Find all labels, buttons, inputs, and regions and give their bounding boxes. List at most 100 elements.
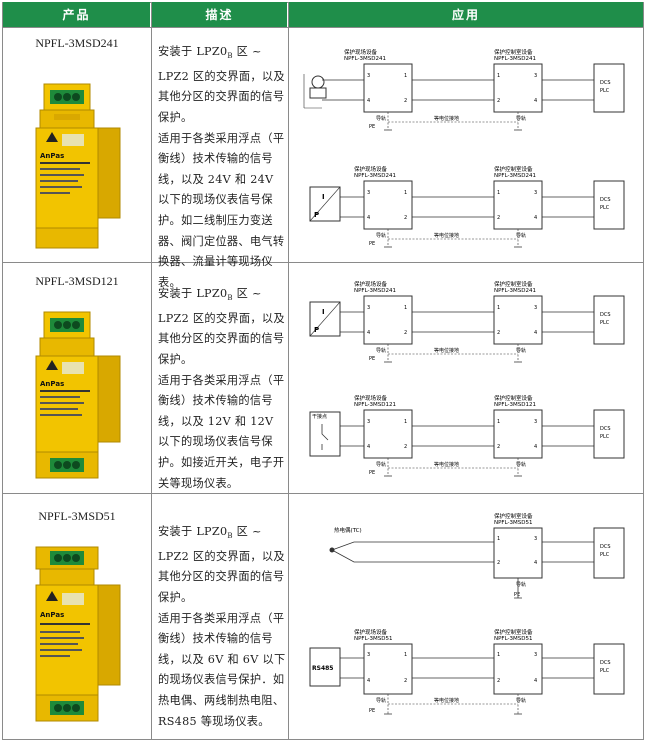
svg-text:3: 3 [367, 73, 370, 79]
product-photo: AnPas [30, 545, 126, 729]
svg-text:等电位接地: 等电位接地 [434, 347, 459, 354]
svg-text:导轨: 导轨 [516, 461, 526, 468]
svg-text:PLC: PLC [600, 668, 610, 674]
wiring-diagram: 保护现场设备 NPFL-3MSD51 保护控制室设备 NPFL-3MSD51 R… [309, 628, 625, 715]
svg-text:保护控制室设备: 保护控制室设备 [494, 48, 533, 56]
svg-text:2: 2 [404, 444, 407, 450]
svg-text:4: 4 [534, 560, 537, 566]
svg-text:导轨: 导轨 [516, 232, 526, 239]
svg-text:导轨: 导轨 [516, 697, 526, 704]
svg-text:1: 1 [497, 73, 500, 79]
header-application: 应用 [289, 2, 643, 27]
product-description: 安装于 LPZ0B 区 ~ LPZ2 区的交界面，以及其他分区的交界面的信号保护… [158, 45, 285, 289]
svg-text:PE: PE [369, 356, 375, 362]
svg-text:NPFL-3MSD51: NPFL-3MSD51 [354, 636, 393, 642]
svg-text:AnPas: AnPas [40, 380, 64, 388]
svg-text:1: 1 [497, 536, 500, 542]
wiring-diagram: 保护现场设备 NPFL-3MSD241 保护控制室设备 NPFL-3MSD241… [309, 165, 625, 248]
svg-text:保护现场设备: 保护现场设备 [354, 165, 388, 173]
svg-text:NPFL-3MSD241: NPFL-3MSD241 [494, 288, 536, 294]
svg-text:4: 4 [367, 678, 370, 684]
row-divider [2, 262, 644, 263]
svg-text:1: 1 [404, 652, 407, 658]
svg-text:PLC: PLC [600, 205, 610, 211]
svg-text:PE: PE [369, 124, 375, 130]
column-divider [151, 2, 152, 740]
svg-text:保护控制室设备: 保护控制室设备 [494, 165, 533, 173]
sensor-p-label: P [314, 211, 319, 219]
svg-text:NPFL-3MSD241: NPFL-3MSD241 [344, 56, 386, 62]
svg-text:导轨: 导轨 [516, 347, 526, 354]
svg-text:I: I [322, 308, 325, 316]
svg-text:NPFL-3MSD241: NPFL-3MSD241 [494, 56, 536, 62]
svg-text:2: 2 [497, 98, 500, 104]
svg-text:2: 2 [497, 215, 500, 221]
svg-text:1: 1 [497, 419, 500, 425]
svg-text:2: 2 [497, 560, 500, 566]
svg-text:4: 4 [367, 215, 370, 221]
svg-text:3: 3 [534, 73, 537, 79]
thermocouple-label: 热电偶(TC) [334, 526, 362, 534]
svg-text:NPFL-3MSD121: NPFL-3MSD121 [494, 402, 536, 408]
svg-text:DCS: DCS [600, 80, 611, 86]
svg-text:保护控制室设备: 保护控制室设备 [494, 512, 533, 520]
row-divider [2, 27, 644, 28]
svg-text:等电位接地: 等电位接地 [434, 232, 459, 239]
svg-text:3: 3 [534, 305, 537, 311]
product-photo: AnPas [30, 310, 126, 484]
svg-text:2: 2 [404, 98, 407, 104]
svg-text:PLC: PLC [600, 552, 610, 558]
svg-text:导轨: 导轨 [376, 461, 386, 468]
svg-text:1: 1 [404, 73, 407, 79]
svg-text:NPFL-3MSD241: NPFL-3MSD241 [354, 288, 396, 294]
product-name: NPFL-3MSD241 [35, 36, 119, 50]
svg-text:NPFL-3MSD121: NPFL-3MSD121 [354, 402, 396, 408]
svg-text:3: 3 [367, 190, 370, 196]
svg-text:2: 2 [404, 678, 407, 684]
row-divider [2, 493, 644, 494]
svg-text:PLC: PLC [600, 434, 610, 440]
product-photo: AnPas [30, 82, 126, 256]
svg-text:NPFL-3MSD51: NPFL-3MSD51 [494, 520, 533, 526]
svg-text:3: 3 [534, 536, 537, 542]
svg-text:等电位接地: 等电位接地 [434, 697, 459, 704]
column-divider [288, 2, 289, 740]
svg-text:PE: PE [369, 241, 375, 247]
svg-text:3: 3 [534, 652, 537, 658]
svg-text:2: 2 [497, 330, 500, 336]
svg-text:2: 2 [404, 215, 407, 221]
wiring-diagram: 保护现场设备 NPFL-3MSD241 保护控制室设备 NPFL-3MSD241… [309, 280, 625, 363]
svg-text:3: 3 [367, 652, 370, 658]
svg-text:保护现场设备: 保护现场设备 [344, 48, 378, 56]
svg-text:1: 1 [497, 190, 500, 196]
svg-text:PE: PE [514, 592, 520, 598]
svg-text:保护控制室设备: 保护控制室设备 [494, 628, 533, 636]
svg-text:1: 1 [404, 419, 407, 425]
svg-text:1: 1 [404, 190, 407, 196]
svg-text:DCS: DCS [600, 312, 611, 318]
svg-text:4: 4 [534, 215, 537, 221]
svg-text:4: 4 [534, 678, 537, 684]
svg-text:保护现场设备: 保护现场设备 [354, 280, 388, 288]
svg-text:导轨: 导轨 [516, 115, 526, 122]
svg-text:4: 4 [367, 444, 370, 450]
sensor-i-label: I [322, 193, 325, 201]
svg-text:4: 4 [534, 444, 537, 450]
svg-text:导轨: 导轨 [376, 232, 386, 239]
dry-contact-label: 干接点 [312, 413, 327, 420]
svg-text:保护现场设备: 保护现场设备 [354, 628, 388, 636]
svg-text:4: 4 [367, 98, 370, 104]
svg-text:导轨: 导轨 [376, 115, 386, 122]
header-description: 描述 [152, 2, 287, 27]
svg-text:1: 1 [497, 652, 500, 658]
product-name: NPFL-3MSD51 [38, 509, 116, 523]
svg-text:导轨: 导轨 [376, 697, 386, 704]
svg-text:NPFL-3MSD241: NPFL-3MSD241 [494, 173, 536, 179]
svg-text:4: 4 [367, 330, 370, 336]
svg-text:导轨: 导轨 [516, 581, 526, 588]
svg-text:DCS: DCS [600, 197, 611, 203]
svg-text:3: 3 [534, 190, 537, 196]
wiring-diagram: 热电偶(TC) 保护控制室设备 NPFL-3MSD51 DCS PLC 12 3… [329, 512, 625, 599]
product-description: 安装于 LPZ0B 区 ~ LPZ2 区的交界面，以及其他分区的交界面的信号保护… [158, 287, 285, 490]
svg-text:DCS: DCS [600, 660, 611, 666]
